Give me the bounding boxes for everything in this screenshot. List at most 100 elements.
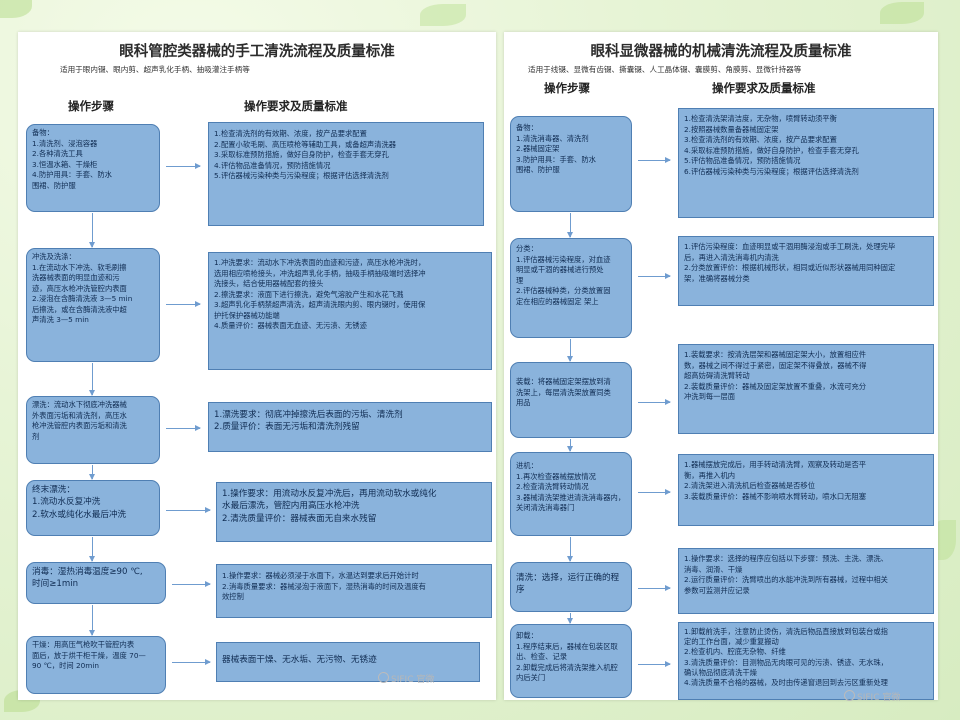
requirement-box: 1.评估污染程度：血迹明显或干涸用酶浸泡或手工刷洗，处理完毕 后，再进入清洗消毒…: [678, 236, 934, 306]
requirement-line: 2.分类放置评价：根据机械形状，相同或近似形状器械用同种固定: [684, 263, 896, 273]
step-box: 分类： 1.评估器械污染程度，对血迹 明显或干涸的器械进行预处 理 2.评估器械…: [510, 238, 632, 338]
requirement-line: 架，准确将器械分类: [684, 273, 750, 283]
step-line: 明显或干涸的器械进行预处: [516, 265, 604, 275]
step-line: 序: [516, 585, 525, 596]
step-line: 2.软水或纯化水最后冲洗: [32, 509, 127, 520]
watermark: SIFIC 官微: [378, 672, 434, 685]
wechat-icon: [378, 672, 389, 683]
decorative-leaf: [0, 0, 32, 18]
down-arrow: [567, 537, 573, 562]
step-line: 关闭清洗消毒器门: [516, 503, 575, 513]
step-line: 1.评估器械污染程度，对血迹: [516, 254, 611, 264]
step-line: 卸载：: [516, 631, 538, 640]
right-arrow: [166, 163, 201, 169]
requirement-line: 4.评估物品准备情况，预防措施情况: [214, 160, 331, 170]
step-line: 迹，高压水枪冲洗管腔内表面: [32, 283, 127, 293]
requirement-line: 消毒、润滑、干燥: [684, 564, 743, 574]
requirement-line: 2.质量评价：表面无污垢和清洗剂残留: [214, 422, 360, 433]
step-line: 漂洗：流动水下彻底冲洗器械: [32, 400, 127, 409]
requirement-line: 5.评估物品准备情况，预防措施情况: [684, 156, 801, 166]
panel-title: 眼科管腔类器械的手工清洗流程及质量标准: [119, 43, 395, 60]
watermark-text: SIFIC 官微: [391, 675, 435, 685]
step-line: 理: [516, 275, 524, 285]
step-box: 卸载： 1.程序结束后，器械在包装区取 出、检查、记录 2.卸载完成后将清洗架推…: [510, 624, 632, 698]
requirement-line: 3.装载质量评价：器械不影响喷水臂转动，喷水口无阻塞: [684, 491, 867, 501]
manual-cleaning-panel: 眼科管腔类器械的手工清洗流程及质量标准 适用于眼内镊、眼内剪、超声乳化手柄、抽吸…: [18, 32, 496, 700]
requirement-line: 6.评估器械污染种类与污染程度；根据评估选择清洗剂: [684, 166, 859, 176]
requirements-header: 操作要求及质量标准: [244, 99, 348, 113]
requirement-line: 2.擦洗要求：液面下进行擦洗，避免气溶胶产生和水花飞溅: [214, 289, 404, 299]
step-line: 2.各种清洗工具: [32, 149, 83, 159]
step-line: 用品: [516, 398, 531, 408]
step-box: 漂洗：流动水下彻底冲洗器械 外表面污垢和清洗剂，高压水 枪冲洗管腔内表面污垢和清…: [26, 396, 160, 464]
step-line: 2.器械固定架: [516, 144, 560, 154]
step-box: 冲洗及洗涤： 1.在流动水下冲洗、软毛刷擦 洗器械表面的明显血迹和污 迹，高压水…: [26, 248, 160, 362]
requirement-box: 器械表面干燥、无水垢、无污物、无锈迹: [216, 642, 480, 682]
requirement-line: 3.超声乳化手柄禁超声清洗，超声清洗眼内剪、眼内镊时，使用保: [214, 300, 426, 310]
step-line: 1.程序结束后，器械在包装区取: [516, 641, 618, 651]
requirement-line: 4.清洗质量不合格的器械，及时由传递窗退回到去污区重新处理: [684, 678, 888, 688]
requirement-box: 1.操作要求：选择的程序应包括以下步骤：预洗、主洗、漂洗、 消毒、润滑、干燥 2…: [678, 548, 934, 614]
requirement-line: 1.装载要求：按清洗层架和器械固定架大小，放置相应件: [684, 350, 867, 359]
down-arrow: [89, 537, 95, 562]
down-arrow: [89, 363, 95, 396]
watermark-text: SIFIC 官微: [857, 693, 901, 703]
requirement-line: 效控制: [222, 592, 244, 602]
right-arrow: [638, 661, 671, 667]
requirement-line: 确认物品彻底清洗干燥: [684, 667, 757, 677]
step-line: 1.清洗剂、浸泡容器: [32, 138, 98, 148]
requirement-line: 2.配置小软毛刷、高压喷枪等辅助工具，或备超声清洗器: [214, 139, 397, 149]
down-arrow: [567, 213, 573, 238]
requirement-box: 1.冲洗要求：流动水下冲洗表面的血迹和污迹，高压水枪冲洗时， 选用相应喷枪接头，…: [208, 252, 492, 370]
step-box: 干燥：用高压气枪吹干管腔内表 面后，放于烘干柜干燥，温度 70— 90 ℃，时间…: [26, 636, 166, 694]
requirement-box: 1.检查清洗架清洁度，无杂物，喷臂转动须平衡 2.按照器械数量备器械固定架 3.…: [678, 108, 934, 218]
right-arrow: [166, 425, 201, 431]
requirement-box: 1.操作要求：用流动水反复冲洗后，再用流动软水或纯化 水最后漂洗，管腔内用高压水…: [216, 482, 492, 542]
requirement-line: 3.检查清洗剂的有效期、浓度，按产品要求配置: [684, 135, 837, 145]
steps-header: 操作步骤: [68, 99, 114, 113]
step-line: 1.清洗消毒器、清洗剂: [516, 133, 589, 143]
step-box: 消毒：湿热消毒温度≥90 ℃, 时间≥1min: [26, 562, 166, 604]
wechat-icon: [844, 690, 855, 701]
watermark: SIFIC 官微: [844, 690, 900, 703]
requirement-box: 1.卸载前洗手，注意防止烫伤，清洗后物品直接放到包装台或指 定的工作台面，减少重…: [678, 622, 934, 700]
step-line: 围裙、防护服: [516, 165, 560, 175]
requirement-box: 1.漂洗要求：彻底冲掉擦洗后表面的污垢、清洗剂 2.质量评价：表面无污垢和清洗剂…: [208, 402, 492, 452]
down-arrow: [89, 213, 95, 248]
step-line: 1.在流动水下冲洗、软毛刷擦: [32, 262, 127, 272]
requirement-line: 1.卸载前洗手，注意防止烫伤，清洗后物品直接放到包装台或指: [684, 627, 888, 636]
step-line: 2.评估器械种类，分类放置固: [516, 286, 611, 296]
right-arrow: [638, 157, 671, 163]
requirement-box: 1.装载要求：按清洗层架和器械固定架大小，放置相应件 数，器械之间不得过于紧密，…: [678, 344, 934, 434]
right-arrow: [638, 399, 671, 405]
step-line: 终末漂洗：: [32, 485, 75, 495]
step-line: 90 ℃，时间 20min: [32, 661, 100, 671]
panel-subtitle: 适用于眼内镊、眼内剪、超声乳化手柄、抽吸灌注手柄等: [60, 65, 250, 74]
requirement-line: 1.漂洗要求：彻底冲掉擦洗后表面的污垢、清洗剂: [214, 410, 403, 420]
requirement-line: 参数可监测并应记录: [684, 585, 750, 595]
step-line: 2.浸泡在含酶清洗液 3—5 min: [32, 294, 133, 304]
step-line: 干燥：用高压气枪吹干管腔内表: [32, 640, 135, 649]
requirement-line: 2.装载质量评价：器械及固定架放置不重叠，水流可充分: [684, 381, 867, 391]
step-line: 洗架上，每层清洗架放置同类: [516, 387, 611, 397]
requirement-line: 1.检查清洗剂的有效期、浓度，按产品要求配置: [214, 129, 367, 138]
step-line: 内后关门: [516, 673, 546, 683]
requirement-line: 2.消毒质量要求：器械浸泡于液面下，湿热消毒的时间及温度有: [222, 581, 426, 591]
step-box: 清洗：选择，运行正确的程 序: [510, 562, 632, 612]
panel-subtitle: 适用于线镊、显微有齿镊、撕囊镊、人工晶体镊、囊膜剪、角膜剪、显微针持器等: [528, 65, 802, 74]
step-box: 装载：将器械固定架摆放到清 洗架上，每层清洗架放置同类 用品: [510, 362, 632, 438]
requirement-line: 1.评估污染程度：血迹明显或干涸用酶浸泡或手工刷洗，处理完毕: [684, 242, 896, 251]
step-line: 洗器械表面的明显血迹和污: [32, 273, 120, 283]
step-line: 备物：: [32, 128, 54, 137]
requirement-line: 器械表面干燥、无水垢、无污物、无锈迹: [222, 655, 377, 665]
requirement-line: 2.检查机内、腔底无杂物、纤维: [684, 647, 786, 657]
requirement-line: 2.运行质量评价：洗臂喷出的水能冲洗到所有器械，过程中相关: [684, 575, 888, 585]
requirement-line: 数，器械之间不得过于紧密，固定架不得叠放，器械不得: [684, 360, 867, 370]
down-arrow: [567, 439, 573, 452]
step-line: 后擦洗，或在含酶清洗液中超: [32, 304, 127, 314]
down-arrow: [89, 465, 95, 480]
right-arrow: [166, 507, 211, 513]
down-arrow: [89, 605, 95, 636]
step-line: 面后，放于烘干柜干燥，温度 70—: [32, 650, 146, 660]
requirement-line: 4.采取标准预防措施，做好自身防护，检查手套无穿孔: [684, 145, 859, 155]
